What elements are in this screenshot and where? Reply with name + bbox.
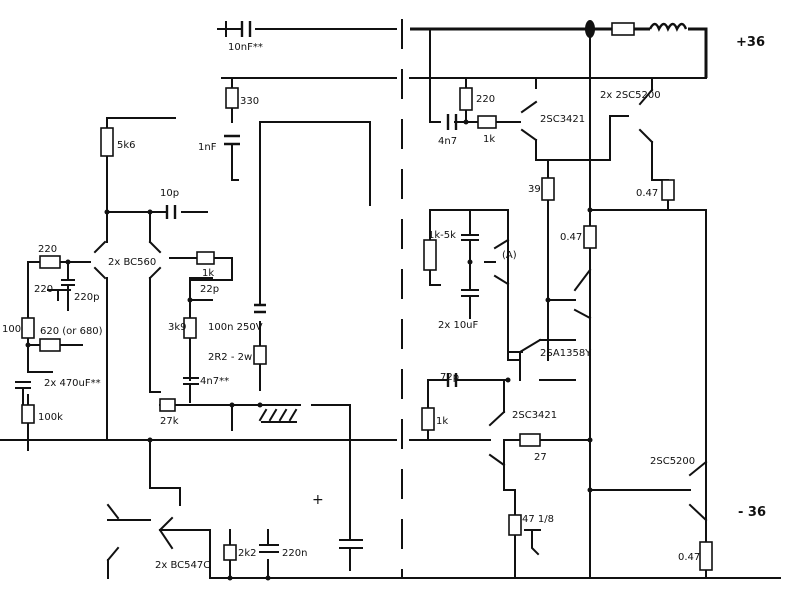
label-c470: 2x 470uF** [44, 378, 101, 389]
label-r220c: 220 [476, 94, 495, 105]
label-r39: 39 [528, 184, 541, 195]
rail-positive: +36 [736, 35, 765, 50]
label-c10p: 10p [160, 188, 179, 199]
label-r1k-c: 1k [436, 416, 448, 427]
label-r220a: 220 [38, 244, 57, 255]
label-r1k5k: 1k-5k [428, 230, 456, 241]
label-c72p: 72p [440, 372, 459, 383]
label-q-drv-p: 2SC3421 [540, 114, 585, 125]
label-r220b: 220 [34, 284, 53, 295]
label-r2r2: 2R2 - 2w [208, 352, 252, 363]
label-r047a: 0.47 [636, 188, 658, 199]
label-c100n: 100n 250V [208, 322, 263, 333]
label-r1k-a: 1k [202, 268, 214, 279]
label-vbe: (A) [502, 250, 517, 261]
label-r620: 620 (or 680) [40, 326, 103, 337]
label-r047c: 0.47 [678, 552, 700, 563]
label-q-vas: 2SC3421 [512, 410, 557, 421]
label-r1k-b: 1k [483, 134, 495, 145]
label-r3k9: 3k9 [168, 322, 187, 333]
label-c22p: 22p [200, 284, 219, 295]
label-q-out-n: 2SC5200 [650, 456, 695, 467]
label-c1nf: 1nF [198, 142, 217, 153]
label-c220p: 220p [74, 292, 99, 303]
label-r100k: 100k [38, 412, 63, 423]
label-q-in: 2x BC560 [108, 257, 156, 268]
label-q-out-p: 2x 2SC5200 [600, 90, 661, 101]
label-q-drv-n: 2SA1358Y [540, 348, 592, 359]
label-r47: 47 1/8 [522, 514, 554, 525]
junctions [25, 20, 595, 581]
label-r5k6: 5k6 [117, 140, 136, 151]
label-c4n7a: 4n7** [200, 376, 229, 387]
label-c4n7b: 4n7 [438, 136, 457, 147]
capacitors [165, 21, 458, 387]
label-c-in: 10nF** [228, 42, 263, 53]
label-r27: 27 [534, 452, 547, 463]
label-r330: 330 [240, 96, 259, 107]
label-r2k2: 2k2 [238, 548, 257, 559]
label-r047b: 0.47 [560, 232, 582, 243]
label-r100: 100 [2, 324, 21, 335]
resistors [21, 22, 713, 571]
label-c10u: 2x 10uF [438, 320, 479, 331]
rail-negative: - 36 [738, 505, 766, 520]
wires [0, 19, 781, 579]
component-labels: +36 - 36 10nF** 330 5k6 1nF 10p 220 220 … [2, 35, 766, 571]
label-q-cm: 2x BC547C [155, 560, 210, 571]
label-plus: + [312, 492, 324, 508]
label-r27k: 27k [160, 416, 179, 427]
label-c220n: 220n [282, 548, 307, 559]
